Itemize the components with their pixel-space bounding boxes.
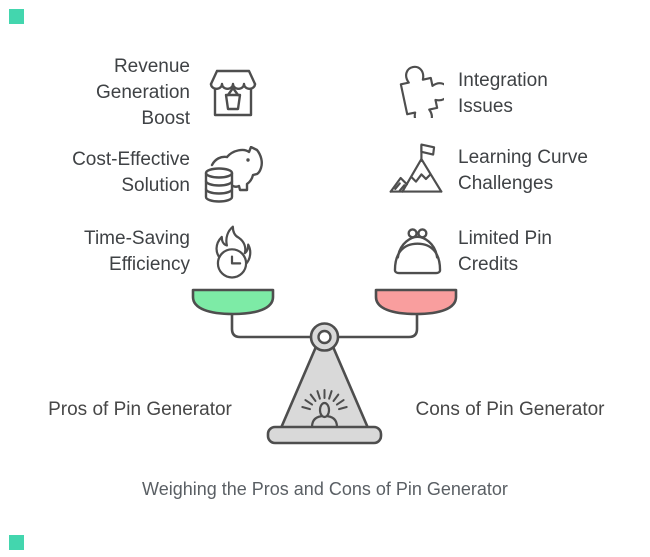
storefront-icon <box>203 62 263 122</box>
con-item-integration: Integration Issues <box>458 68 648 120</box>
pro-item-cost: Cost-Effective Solution <box>0 147 190 199</box>
pro-item-line: Cost-Effective <box>72 149 190 170</box>
con-item-line: Learning Curve <box>458 147 588 168</box>
scale-base <box>266 425 383 445</box>
pros-pan <box>191 288 275 316</box>
pro-item-line: Time-Saving <box>84 228 190 249</box>
pros-label: Pros of Pin Generator <box>48 399 232 420</box>
accent-square-bottom <box>9 535 24 550</box>
piggy-bank-icon <box>202 146 264 206</box>
pro-item-line: Efficiency <box>109 254 190 275</box>
coin-purse-icon <box>390 227 445 276</box>
pro-item-time: Time-Saving Efficiency <box>0 226 190 278</box>
pro-item-line: Solution <box>121 175 190 196</box>
pro-item-revenue: Revenue Generation Boost <box>0 54 190 132</box>
pro-item-line: Boost <box>141 108 190 129</box>
puzzle-piece-icon <box>390 64 444 118</box>
dial-knob <box>318 401 331 419</box>
mountain-flag-icon <box>388 141 444 197</box>
cons-label: Cons of Pin Generator <box>415 399 605 420</box>
con-item-line: Integration <box>458 70 548 91</box>
accent-square-top <box>9 9 24 24</box>
con-item-line: Limited Pin <box>458 228 552 249</box>
cons-pan <box>374 288 458 316</box>
pro-item-line: Revenue <box>113 56 190 77</box>
flaming-clock-icon <box>208 225 256 283</box>
infographic-title: Weighing the Pros and Cons of Pin Genera… <box>142 479 508 499</box>
scale-pivot-hub <box>317 329 332 345</box>
con-item-learning: Learning Curve Challenges <box>458 145 648 197</box>
balance-scale <box>170 280 480 450</box>
con-item-credits: Limited Pin Credits <box>458 226 648 278</box>
con-item-line: Issues <box>458 96 513 117</box>
con-item-line: Credits <box>458 254 519 275</box>
pro-item-line: Generation <box>95 82 190 103</box>
con-item-line: Challenges <box>458 173 554 194</box>
dial-rays <box>301 389 348 411</box>
